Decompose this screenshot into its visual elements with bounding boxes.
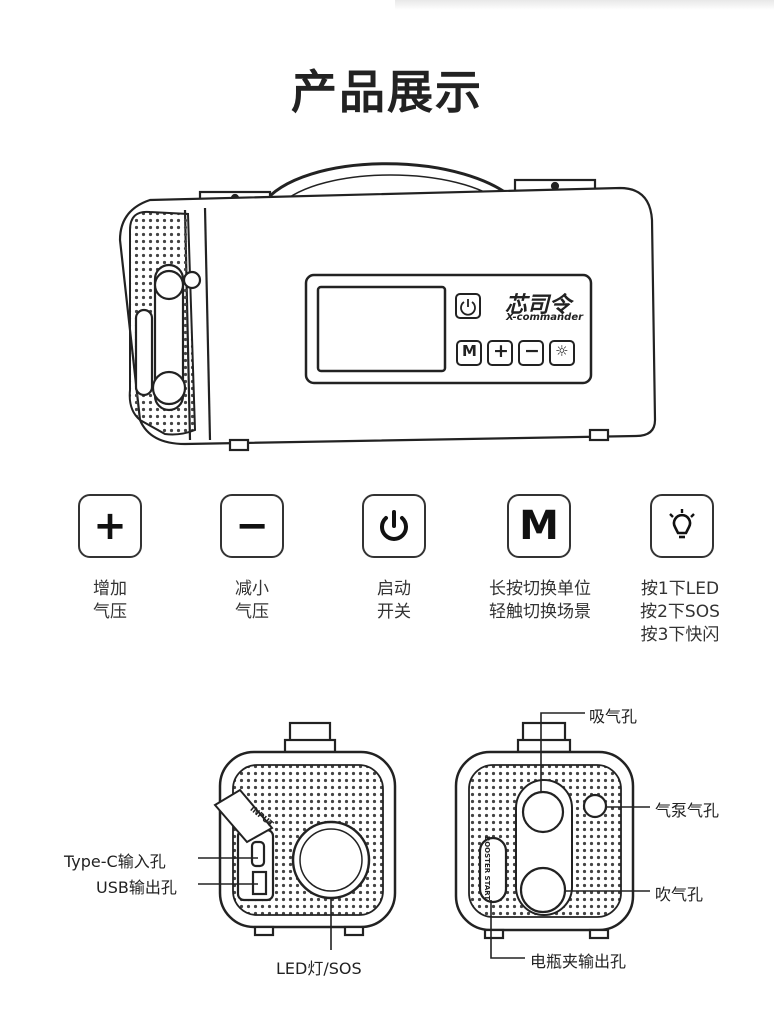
mode-caption: 长按切换单位 轻触切换场景: [489, 579, 591, 622]
panel-key-light: ☼: [555, 342, 569, 360]
left-end-view-drawing: [213, 721, 397, 937]
minus-icon: −: [220, 494, 284, 558]
panel-key-mode: M: [462, 342, 477, 360]
mode-icon: M: [507, 494, 571, 558]
light-caption: 按1下LED 按2下SOS 按3下快闪: [640, 579, 720, 645]
panel-key-minus: −: [524, 340, 540, 362]
blow-callout: 吹气孔: [655, 885, 704, 904]
right-end-view-drawing: [454, 721, 635, 940]
panel-key-plus: +: [493, 340, 509, 362]
typec-callout: Type-C输入孔: [64, 852, 166, 871]
brand-logo-en: X-commander: [506, 312, 584, 323]
page-title: 产品展示: [291, 65, 483, 119]
plus-caption: 增加 气压: [93, 579, 127, 622]
main-device-drawing: [118, 162, 657, 452]
top-shadow-bar: [395, 0, 774, 10]
pump-callout: 气泵气孔: [655, 801, 720, 820]
power-caption: 启动 开关: [377, 579, 411, 622]
plus-icon: +: [78, 494, 142, 558]
usb-callout: USB输出孔: [96, 878, 177, 897]
brand-logo-cn: 芯司令: [505, 293, 572, 318]
power-icon: [362, 494, 426, 558]
minus-caption: 减小 气压: [235, 579, 269, 622]
clamp-callout: 电瓶夹输出孔: [530, 952, 627, 971]
light-bulb-icon: [650, 494, 714, 558]
led-callout: LED灯/SOS: [276, 959, 362, 978]
intake-callout: 吸气孔: [589, 707, 638, 726]
callout-leader-lines: [198, 712, 650, 959]
booster-start-label: BOOSTER START: [483, 835, 492, 901]
